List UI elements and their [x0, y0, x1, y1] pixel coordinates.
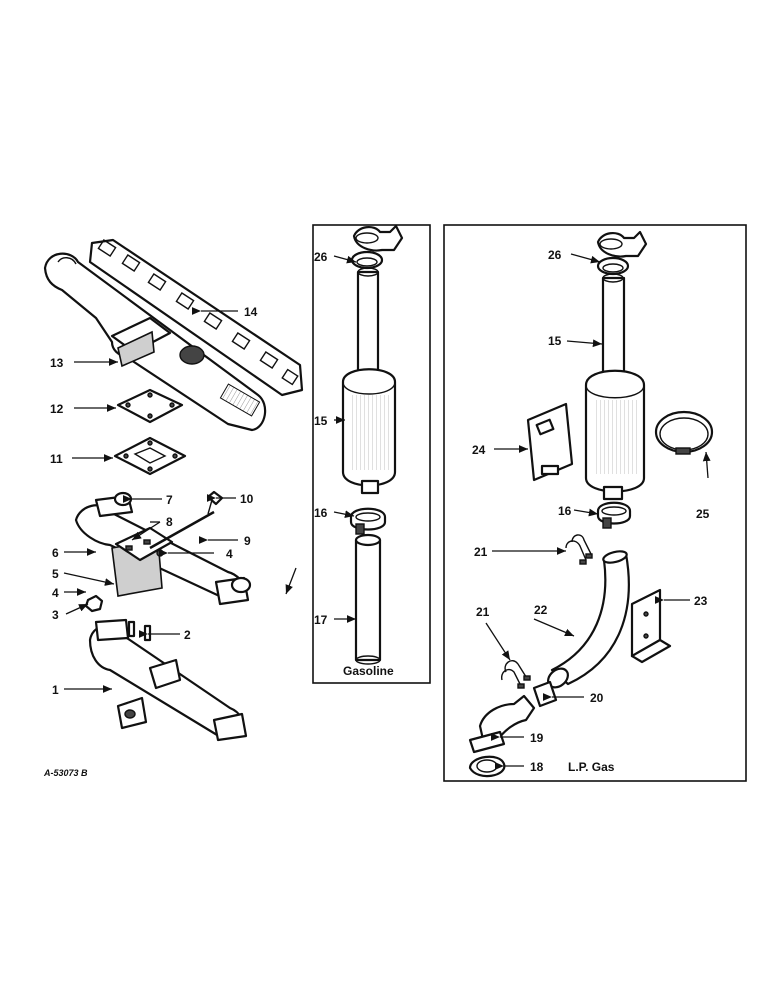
callout-2: 2 — [184, 628, 191, 642]
callout-15-lp-upper: 15 — [548, 334, 562, 348]
callout-11: 11 — [50, 452, 63, 466]
exhaust-manifold-lower — [88, 618, 248, 742]
diagram-code: A-53073 B — [43, 768, 88, 778]
callout-23: 23 — [694, 594, 708, 608]
intake-manifold — [43, 252, 267, 432]
lp-gas-label: L.P. Gas — [568, 760, 615, 774]
callout-16-gas: 16 — [314, 506, 328, 520]
lp-bent-tailpipe — [547, 550, 630, 689]
callout-26-gas: 26 — [314, 250, 328, 264]
sealing-ring-left — [113, 491, 133, 507]
callout-1: 1 — [52, 683, 59, 697]
flange-gasket — [468, 755, 506, 778]
callout-24: 24 — [472, 443, 486, 457]
lp-exhaust-elbow — [596, 230, 648, 258]
lp-clamp-ring — [596, 256, 630, 276]
callout-19: 19 — [530, 731, 544, 745]
heat-shield — [526, 402, 574, 482]
control-lever — [206, 490, 224, 515]
cover-plate — [113, 436, 187, 476]
exhaust-manifold-assembly — [74, 494, 250, 606]
callout-4b: 4 — [52, 586, 59, 600]
outlet-elbow — [468, 694, 536, 754]
callout-12: 12 — [50, 402, 64, 416]
gasoline-muffler — [341, 267, 397, 495]
callout-7: 7 — [166, 493, 173, 507]
callout-10: 10 — [240, 492, 254, 506]
callout-6: 6 — [52, 546, 59, 560]
gasket-plate — [116, 388, 184, 424]
gasoline-tailpipe-clamp — [349, 507, 387, 535]
callout-25: 25 — [696, 507, 710, 521]
gasoline-frame — [312, 224, 431, 684]
gasoline-tailpipe — [354, 533, 382, 665]
callout-13: 13 — [50, 356, 64, 370]
callout-21-upper: 21 — [474, 545, 488, 559]
flow-arrow — [285, 567, 297, 595]
lp-muffler — [584, 273, 646, 501]
lp-gas-frame — [443, 224, 747, 782]
callouts: 14 13 12 11 7 10 8 9 6 4 5 4 3 2 1 26 15… — [50, 248, 710, 774]
sealing-ring-right — [230, 576, 252, 594]
studs — [127, 620, 152, 642]
gasoline-label: Gasoline — [343, 664, 394, 678]
callout-8: 8 — [166, 515, 173, 529]
callout-3: 3 — [52, 608, 59, 622]
callout-26-lp: 26 — [548, 248, 562, 262]
callout-5: 5 — [52, 567, 59, 581]
manifold-gasket — [88, 238, 304, 397]
mounting-bracket — [630, 588, 672, 664]
gasoline-exhaust-elbow — [352, 224, 404, 252]
callout-18: 18 — [530, 760, 544, 774]
callout-17: 17 — [314, 613, 328, 627]
callout-22: 22 — [534, 603, 548, 617]
callout-9: 9 — [244, 534, 251, 548]
leader-lines — [63, 253, 711, 770]
lp-tailpipe-clamp — [596, 501, 632, 529]
callout-15-gas: 15 — [314, 414, 328, 428]
callout-16-lp: 16 — [558, 504, 572, 518]
callout-14: 14 — [244, 305, 258, 319]
callout-4a: 4 — [226, 547, 233, 561]
callout-21-lower: 21 — [476, 605, 490, 619]
u-bolt-upper — [565, 534, 593, 565]
gasoline-clamp-ring — [350, 250, 384, 270]
callout-20: 20 — [590, 691, 604, 705]
muffler-band — [654, 410, 714, 455]
u-bolt-lower — [500, 660, 531, 689]
valve-shaft — [149, 510, 215, 550]
nut — [84, 594, 104, 613]
